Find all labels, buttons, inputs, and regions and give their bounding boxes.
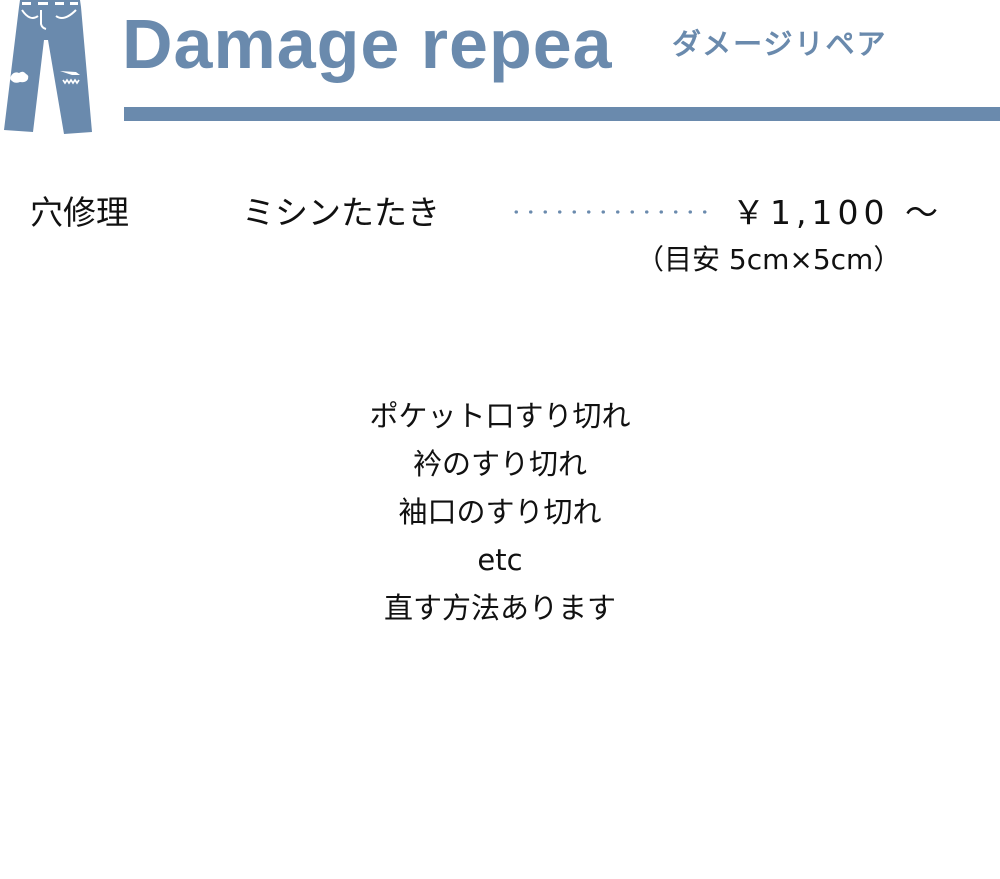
dotted-leader xyxy=(509,210,717,214)
page-subtitle: ダメージリペア xyxy=(672,27,888,61)
service-method: ミシンたたき xyxy=(242,193,440,232)
info-line: 袖口のすり切れ xyxy=(398,495,602,529)
info-line: etc xyxy=(477,543,523,577)
repair-examples-list: ポケット口すり切れ 衿のすり切れ 袖口のすり切れ etc 直す方法あります xyxy=(0,392,1000,632)
page-title: Damage repea xyxy=(122,5,613,83)
info-line: ポケット口すり切れ xyxy=(369,399,631,433)
service-size-note: （目安 5cm×5cm） xyxy=(636,243,902,276)
service-price: ￥1,100 ～ xyxy=(732,193,943,232)
service-category: 穴修理 xyxy=(30,193,129,232)
info-line: 衿のすり切れ xyxy=(412,447,587,481)
title-underline-bar xyxy=(124,107,1000,121)
service-price-row: 穴修理 ミシンたたき ￥1,100 ～ xyxy=(0,190,1000,240)
jeans-icon xyxy=(4,0,92,134)
info-line: 直す方法あります xyxy=(383,591,616,625)
